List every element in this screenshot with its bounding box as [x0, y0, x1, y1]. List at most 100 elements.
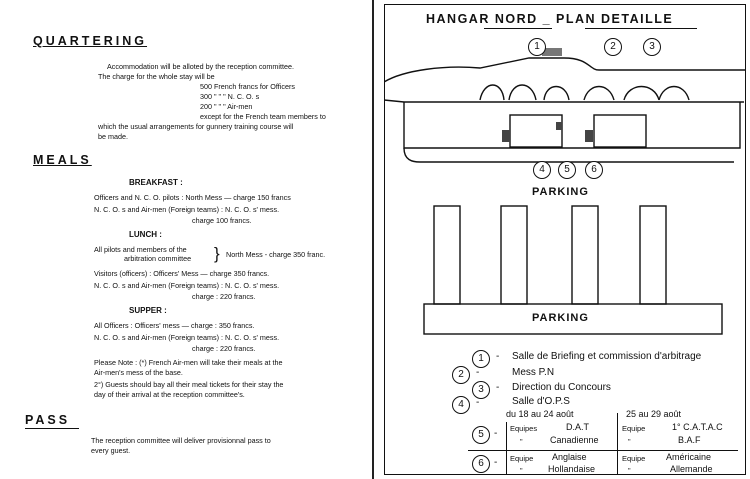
loop-shape	[583, 85, 615, 101]
team-name: Allemande	[670, 464, 713, 474]
loop-shape	[623, 85, 660, 101]
legend-marker-5: 5	[472, 426, 490, 444]
note-text: Air-men's mess of the base.	[94, 368, 183, 377]
meal-text: arbitration committee	[124, 254, 192, 263]
legend-dash: -	[496, 351, 500, 362]
meal-text: N. C. O. s and Air-men (Foreign teams) :…	[94, 333, 280, 342]
legend-text: Direction du Concours	[512, 382, 611, 393]
team-label: Equipe	[622, 424, 646, 433]
team-name: Américaine	[666, 452, 712, 462]
meal-text: charge 100 francs.	[192, 216, 252, 225]
ditto-mark: "	[520, 437, 523, 446]
hatched-room	[556, 122, 562, 130]
supper-heading: SUPPER :	[129, 306, 167, 315]
ditto-mark: "	[520, 466, 523, 475]
team-name: Hollandaise	[548, 464, 596, 474]
parking-lane	[571, 205, 599, 305]
quartering-text: which the usual arrangements for gunnery…	[98, 122, 294, 131]
brace-icon: }	[214, 244, 220, 263]
hangar-right	[593, 114, 647, 148]
legend-marker-6: 6	[472, 455, 490, 473]
legend-text: Salle d'O.P.S	[512, 396, 570, 407]
ditto-mark: "	[628, 437, 631, 446]
team-name: 1° C.A.T.A.C	[672, 422, 723, 432]
team-name: Canadienne	[550, 435, 599, 445]
title-underline	[484, 28, 552, 30]
team-name: Anglaise	[552, 452, 587, 462]
briefing-building	[542, 48, 562, 56]
dates-left: du 18 au 24 août	[506, 409, 574, 419]
legend-dash: -	[494, 428, 498, 439]
legend-marker-3: 3	[472, 381, 490, 399]
team-name: B.A.F	[678, 435, 701, 445]
loop-shape	[479, 84, 505, 101]
legend-marker-2: 2	[452, 366, 470, 384]
team-label: Equipes	[510, 424, 538, 433]
marker-2: 2	[604, 38, 622, 56]
page-divider	[372, 0, 374, 479]
quartering-heading: QUARTERING	[33, 34, 148, 48]
hatched-room	[585, 130, 593, 142]
quartering-text: 200 " " " Air-men	[200, 102, 253, 111]
legend-dash: -	[494, 457, 498, 468]
meal-text: Visitors (officers) : Officers' Mess — c…	[94, 269, 270, 278]
note-text: 2°) Guests should bay all their meal tic…	[94, 380, 284, 389]
marker-6: 6	[585, 161, 603, 179]
loop-shape	[658, 85, 690, 101]
quartering-text: Accommodation will be alloted by the rec…	[107, 62, 294, 71]
note-text: day of their arrival at the reception co…	[94, 390, 245, 399]
note-text: Please Note : (*) French Air-men will ta…	[94, 358, 283, 367]
table-rule	[468, 450, 738, 451]
team-name: D.A.T	[566, 422, 590, 432]
quartering-text: 500 French francs for Officers	[200, 82, 295, 91]
parking-lane	[639, 205, 667, 305]
legend-marker-4: 4	[452, 396, 470, 414]
legend-marker-1: 1	[472, 350, 490, 368]
plan-title: HANGAR NORD _ PLAN DETAILLE	[426, 12, 674, 26]
parking-label: PARKING	[532, 312, 589, 324]
legend-dash: -	[476, 367, 480, 378]
meal-text: Officers and N. C. O. pilots : North Mes…	[94, 193, 291, 202]
apron-outline	[403, 102, 741, 149]
meal-text: charge : 220 francs.	[192, 292, 256, 301]
marker-4: 4	[533, 161, 551, 179]
meal-text: All pilots and members of the	[94, 245, 187, 254]
pass-underline	[25, 428, 79, 429]
legend-text: Mess P.N	[512, 367, 555, 378]
meal-text: All Officers : Officers' mess — charge :…	[94, 321, 255, 330]
marker-5: 5	[558, 161, 576, 179]
marker-3: 3	[643, 38, 661, 56]
hangar-map	[384, 48, 746, 335]
lunch-heading: LUNCH :	[129, 230, 162, 239]
team-label: Equipe	[510, 454, 534, 463]
parking-bar	[423, 303, 723, 335]
meal-text: charge : 220 francs.	[192, 344, 256, 353]
marker-1: 1	[528, 38, 546, 56]
parking-lane	[500, 205, 528, 305]
ditto-mark: "	[628, 466, 631, 475]
dates-right: 25 au 29 août	[626, 409, 682, 419]
loop-shape	[543, 85, 570, 101]
hatched-room	[502, 130, 510, 142]
breakfast-heading: BREAKFAST :	[129, 178, 183, 187]
parking-lane	[433, 205, 461, 305]
plan-frame	[384, 4, 746, 475]
loop-shape	[508, 84, 537, 101]
quartering-text: The charge for the whole stay will be	[98, 72, 215, 81]
pass-text: every guest.	[91, 446, 131, 455]
road-line	[384, 99, 744, 103]
legend-dash: -	[476, 397, 480, 408]
apron-edge	[403, 147, 734, 163]
hangar-left	[509, 114, 563, 148]
meal-text: N. C. O. s and Air-men (Foreign teams) :…	[94, 281, 280, 290]
table-rule	[617, 413, 618, 475]
meal-text: North Mess - charge 350 franc.	[226, 250, 326, 259]
quartering-text: except for the French team members to	[200, 112, 326, 121]
pass-heading: PASS	[25, 413, 71, 427]
title-underline	[585, 28, 697, 30]
meals-heading: MEALS	[33, 153, 92, 167]
pass-text: The reception committee will deliver pro…	[91, 436, 271, 445]
quartering-text: 300 " " " N. C. O. s	[200, 92, 260, 101]
parking-label: PARKING	[532, 186, 589, 198]
quartering-text: be made.	[98, 132, 128, 141]
